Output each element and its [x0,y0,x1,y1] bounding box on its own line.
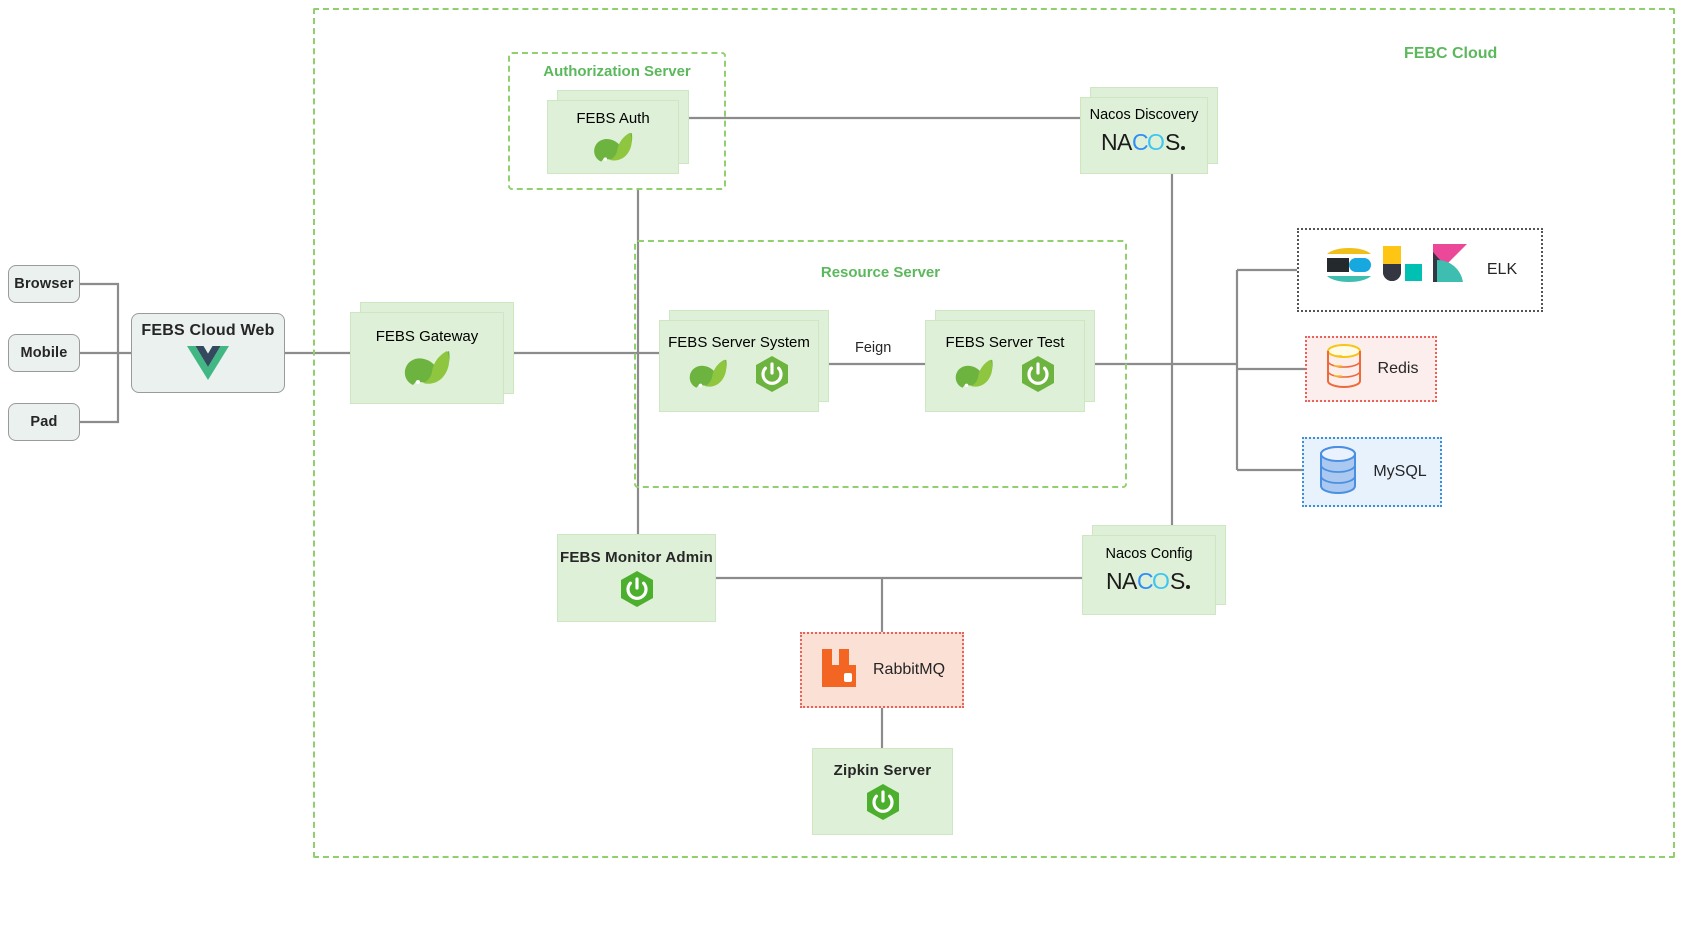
svg-text:O: O [1147,129,1165,155]
spring-leaf-icon [592,131,634,165]
client-browser-label: Browser [14,276,74,292]
authorization-server-label: Authorization Server [543,63,691,80]
authorization-server-group: Authorization Server [508,52,726,190]
mysql-cylinder-icon [1317,445,1359,500]
febs-server-test-label: FEBS Server Test [945,334,1065,351]
client-pad[interactable]: Pad [8,403,80,441]
nacos-config-node[interactable]: Nacos Config N A C O S [1082,525,1226,615]
redis-label: Redis [1377,360,1419,377]
febs-cloud-web-label: FEBS Cloud Web [141,321,275,339]
spring-boot-icon [619,570,655,608]
febs-server-system-label: FEBS Server System [668,334,810,351]
nacos-logo-icon: N A C O S [1106,568,1192,599]
svg-text:C: C [1137,568,1154,594]
elk-logos-icon [1323,240,1473,301]
spring-boot-icon [865,783,901,821]
elk-node[interactable]: ELK [1297,228,1543,312]
resource-server-label: Resource Server [820,264,941,281]
client-browser[interactable]: Browser [8,265,80,303]
febs-auth-label: FEBS Auth [576,109,650,127]
spring-leaf-icon [954,358,994,396]
rabbitmq-node[interactable]: RabbitMQ [800,632,964,708]
svg-text:S: S [1170,568,1185,594]
nacos-discovery-node[interactable]: Nacos Discovery N A C O S [1080,87,1218,174]
febs-server-system-node[interactable]: FEBS Server System [659,310,829,412]
svg-text:O: O [1152,568,1170,594]
zipkin-server-label: Zipkin Server [833,762,932,779]
client-mobile[interactable]: Mobile [8,334,80,372]
svg-text:C: C [1132,129,1149,155]
feign-edge-label: Feign [850,340,897,356]
client-mobile-label: Mobile [20,345,68,361]
svg-text:S: S [1165,129,1180,155]
elk-label: ELK [1486,261,1518,278]
nacos-config-label: Nacos Config [1105,546,1193,562]
febc-cloud-container [313,8,1675,858]
spring-leaf-icon [403,349,451,389]
redis-node[interactable]: Redis [1305,336,1437,402]
febs-monitor-admin-node[interactable]: FEBS Monitor Admin [557,534,716,622]
febs-server-test-node[interactable]: FEBS Server Test [925,310,1095,412]
redis-cylinder-icon [1324,343,1364,396]
febs-gateway-label: FEBS Gateway [375,327,479,345]
spring-boot-icon [754,355,790,398]
mysql-node[interactable]: MySQL [1302,437,1442,507]
zipkin-server-node[interactable]: Zipkin Server [812,748,953,835]
resource-server-group: Resource Server [634,240,1127,488]
febc-cloud-label: FEBC Cloud [1404,45,1498,62]
vue-logo-icon [187,345,229,385]
febs-gateway-node[interactable]: FEBS Gateway [350,302,514,404]
rabbitmq-label: RabbitMQ [872,661,946,678]
svg-text:A: A [1117,129,1133,155]
febs-auth-node[interactable]: FEBS Auth [547,90,689,174]
mysql-label: MySQL [1373,463,1427,480]
febs-monitor-admin-label: FEBS Monitor Admin [559,548,714,566]
rabbitmq-logo-icon [819,647,859,694]
spring-leaf-icon [688,358,728,396]
nacos-logo-icon: N A C O S [1101,129,1187,160]
febs-cloud-web-node[interactable]: FEBS Cloud Web [131,313,285,393]
client-pad-label: Pad [30,414,58,430]
svg-text:N: N [1106,568,1123,594]
nacos-discovery-label: Nacos Discovery [1089,107,1199,123]
spring-boot-icon [1020,355,1056,398]
svg-text:N: N [1101,129,1118,155]
svg-text:A: A [1122,568,1138,594]
